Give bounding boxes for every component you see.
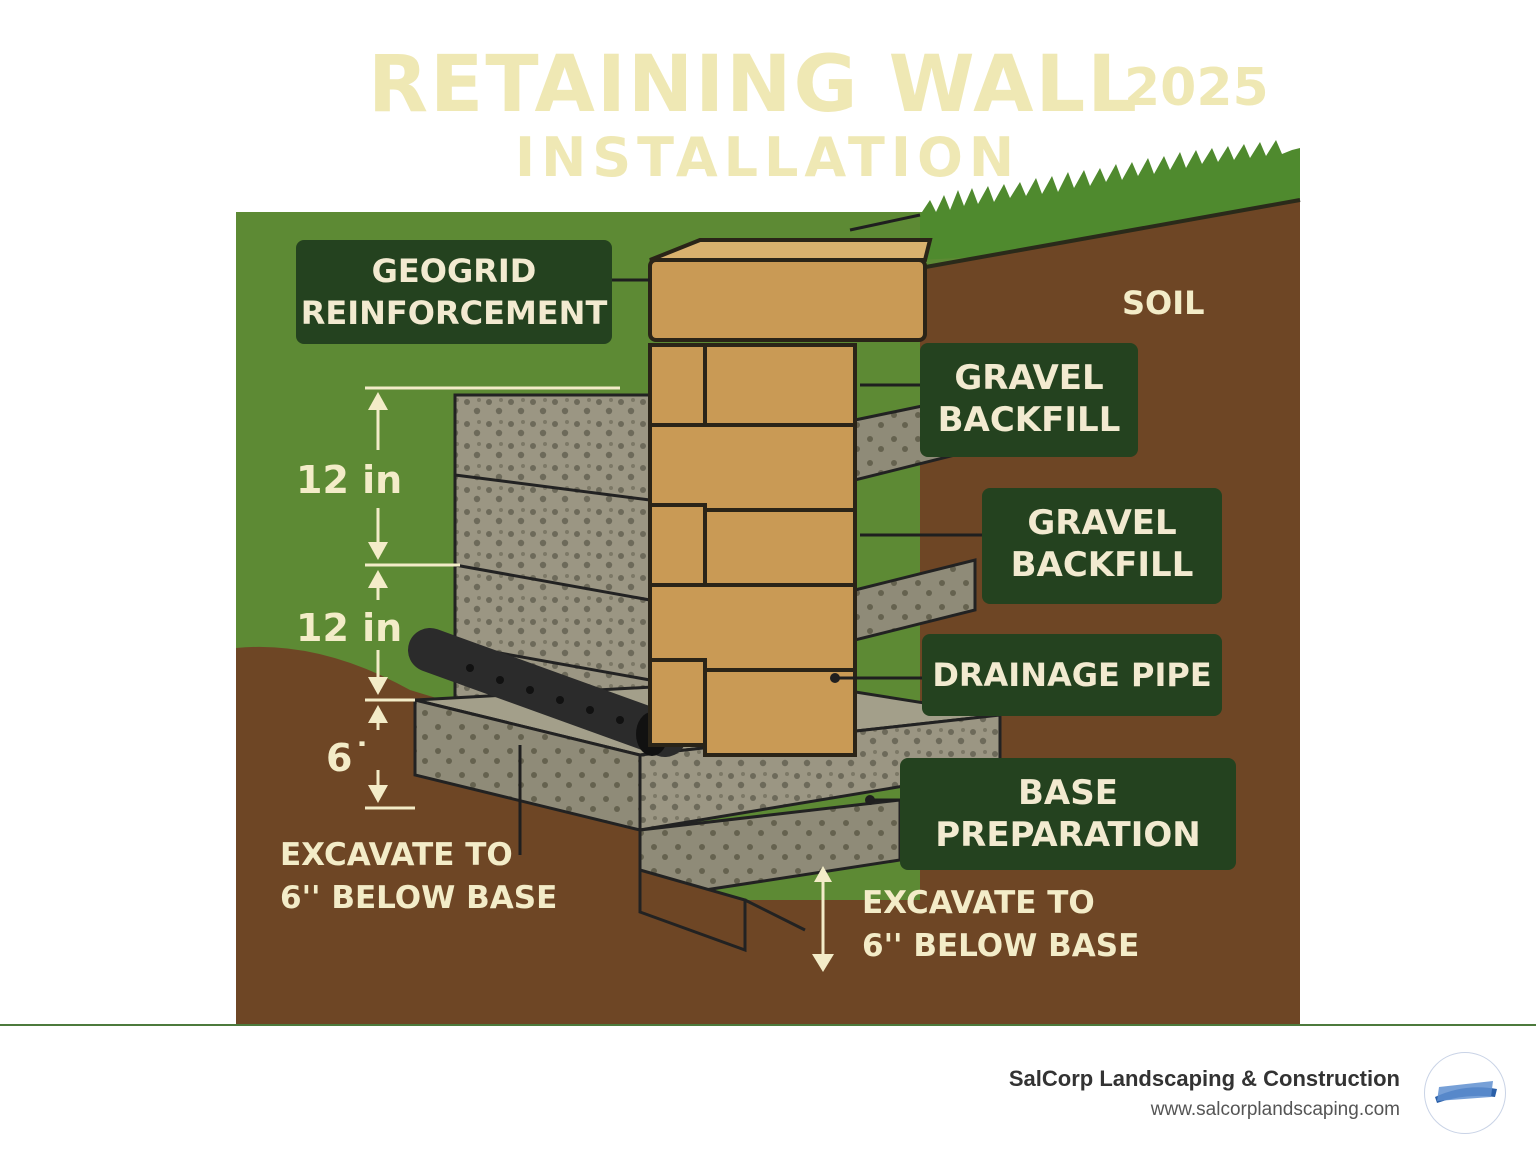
label-gravel-backfill-1: GRAVEL BACKFILL	[920, 343, 1138, 457]
annotation-excavate-right: EXCAVATE TO 6'' BELOW BASE	[862, 882, 1139, 968]
company-url[interactable]: www.salcorplandscaping.com	[1150, 1099, 1400, 1120]
label-line: BACKFILL	[1010, 545, 1194, 585]
dimension-12in-top: 12 in	[296, 458, 403, 502]
soil-bottom	[236, 900, 1300, 1024]
block-stack	[648, 238, 933, 757]
label-line: BASE	[1018, 773, 1118, 813]
company-name: SalCorp Landscaping & Construction	[1008, 1066, 1400, 1091]
annotation-line: EXCAVATE TO	[280, 837, 513, 873]
label-soil: SOIL	[1122, 284, 1205, 322]
annotation-excavate-left: EXCAVATE TO 6'' BELOW BASE	[280, 834, 557, 920]
footer-divider	[0, 1024, 1536, 1026]
logo-icon	[1435, 1081, 1497, 1103]
company-logo	[1424, 1052, 1506, 1134]
label-line: GRAVEL	[1027, 503, 1177, 543]
hill-edge	[919, 198, 1301, 270]
annotation-line: 6'' BELOW BASE	[280, 880, 558, 916]
title-year: 2025	[1124, 58, 1269, 118]
title-sub: INSTALLATION	[515, 126, 1021, 189]
trench-lower	[638, 868, 747, 953]
label-line: GEOGRID	[371, 252, 537, 290]
annotation-line: 6'' BELOW BASE	[862, 928, 1140, 964]
label-geogrid-reinforcement: GEOGRID REINFORCEMENT	[296, 240, 612, 344]
label-line: REINFORCEMENT	[300, 294, 608, 332]
label-line: GRAVEL	[954, 358, 1104, 398]
label-base-preparation: BASE PREPARATION	[900, 758, 1236, 870]
label-drainage-pipe: DRAINAGE PIPE	[922, 634, 1222, 716]
label-line: PREPARATION	[935, 815, 1201, 855]
title-main: RETAINING WALL	[368, 40, 1139, 130]
label-gravel-backfill-2: GRAVEL BACKFILL	[982, 488, 1222, 604]
dimension-12in-middle: 12 in	[296, 606, 403, 650]
retaining-wall-illustration	[236, 140, 1301, 1024]
dimension-6in: 6˙	[326, 736, 372, 780]
annotation-line: EXCAVATE TO	[862, 885, 1095, 921]
label-line: BACKFILL	[937, 400, 1121, 440]
